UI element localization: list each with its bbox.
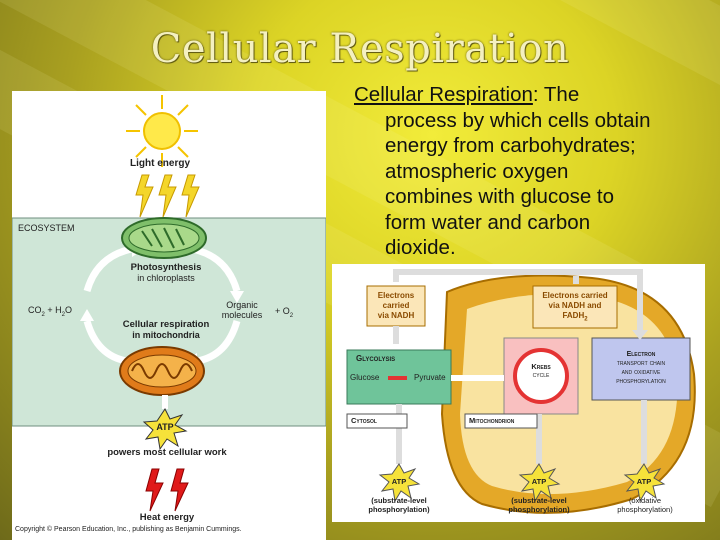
light-energy-label: Light energy xyxy=(130,158,191,169)
mitochondrion-label: Mitochondrion xyxy=(469,416,515,425)
atp-star-icon xyxy=(378,463,666,503)
atp-label: ATP xyxy=(156,422,174,432)
definition-line: : The xyxy=(532,83,580,106)
powers-work-label: powers most cellular work xyxy=(107,447,227,458)
co2-h2o-label: CO2 + H2O xyxy=(28,305,72,318)
atp-label: ATP xyxy=(531,477,547,486)
definition-line: atmospheric oxygen xyxy=(385,159,569,183)
copyright-text: Copyright © Pearson Education, Inc., pub… xyxy=(15,526,242,533)
photosynthesis-label: Photosynthesis xyxy=(130,262,202,273)
definition-text: Cellular Respiration: The process by whi… xyxy=(354,82,704,261)
krebs-label: Krebs xyxy=(531,362,551,371)
heat-bolt-icon xyxy=(145,468,189,512)
energy-flow-graphics xyxy=(12,95,326,512)
atp-label: ATP xyxy=(391,477,407,486)
definition-line: form water and carbon xyxy=(385,210,591,234)
atp-label: ATP xyxy=(636,477,652,486)
atp-star-icon xyxy=(142,408,188,451)
cellular-respiration-label: Cellular respiration xyxy=(122,319,210,330)
electron-flow-arrows xyxy=(393,269,643,344)
glucose-label: Glucose xyxy=(350,373,380,382)
chloroplasts-label: in chloroplasts xyxy=(137,273,195,283)
light-bolt-icon xyxy=(135,174,200,218)
definition-term: Cellular Respiration xyxy=(354,83,533,106)
sun-icon xyxy=(126,95,198,167)
respiration-graphics xyxy=(346,269,696,514)
definition-line: dioxide. xyxy=(385,236,456,259)
definition-line: combines with glucose to xyxy=(385,185,615,208)
energy-flow-figure: Light energy ECOSYSTEM Photosynthesis in… xyxy=(12,91,326,540)
pyruvate-label: Pyruvate xyxy=(414,373,446,382)
slide-title: Cellular Respiration xyxy=(150,26,570,72)
ecosystem-label: ECOSYSTEM xyxy=(18,223,75,233)
glycolysis-label: Glycolysis xyxy=(356,354,396,363)
cytosol-label: Cytosol xyxy=(351,416,377,425)
chloroplast-icon xyxy=(121,217,207,259)
mitochondria-label: in mitochondria xyxy=(132,330,200,340)
krebs-cycle-icon xyxy=(513,348,569,404)
definition-line: process by which cells obtain xyxy=(385,108,651,132)
definition-line: energy from carbohydrates; xyxy=(385,134,636,157)
mitochondrion-icon xyxy=(119,346,205,396)
cycle-label: cycle xyxy=(532,372,550,379)
o2-label: + O2 xyxy=(275,306,294,319)
heat-energy-label: Heat energy xyxy=(139,512,195,523)
